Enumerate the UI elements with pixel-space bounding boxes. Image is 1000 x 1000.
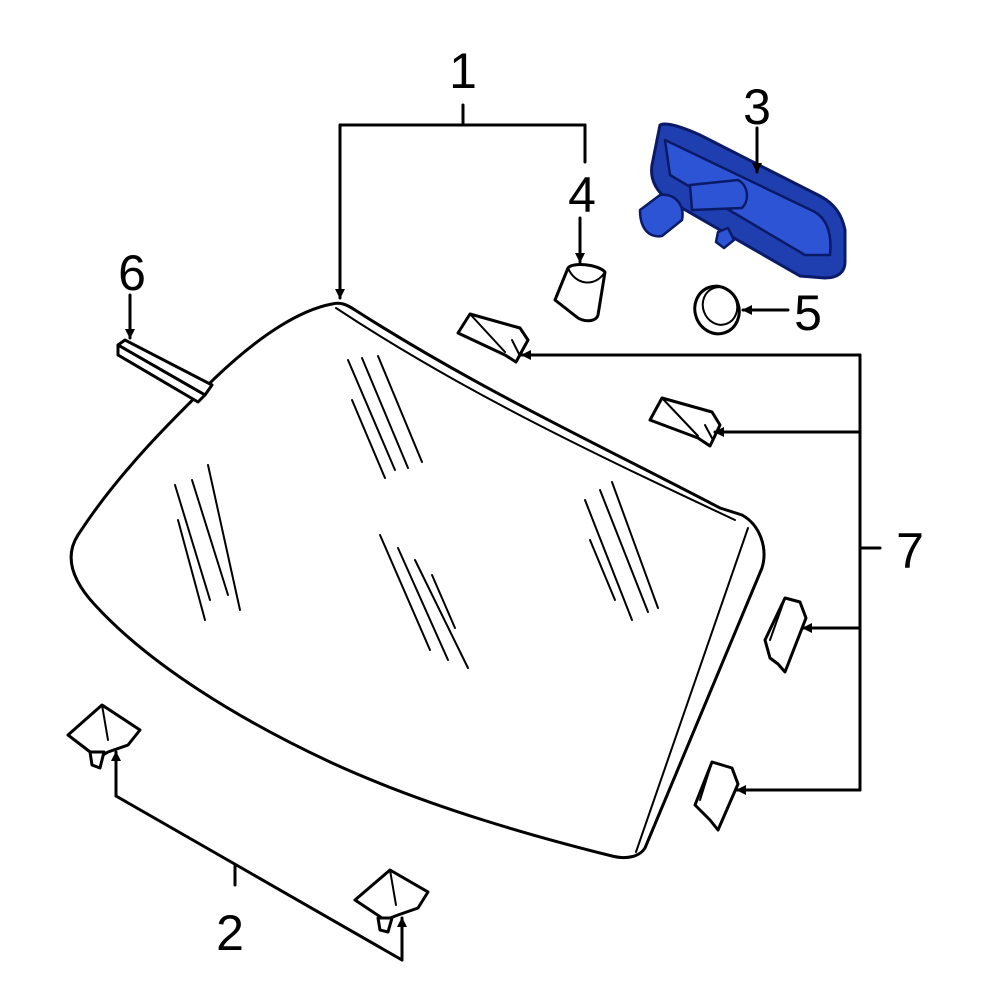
callout-1: 1 [449, 43, 477, 99]
retainer-clip-d [693, 760, 740, 832]
callout-4: 4 [568, 167, 596, 223]
callout-3: 3 [743, 79, 771, 135]
retainer-clip-b [648, 396, 722, 448]
glare-lines [174, 355, 659, 669]
lower-spacer-a [66, 703, 142, 770]
lower-spacer-b [353, 868, 430, 934]
callout-5: 5 [794, 285, 822, 341]
retainer-clip-c [763, 596, 808, 674]
callout-7: 7 [896, 523, 924, 579]
mirror-pad [693, 284, 741, 336]
leader-lines [111, 103, 882, 962]
callout-2: 2 [216, 905, 244, 961]
rear-view-mirror [638, 122, 847, 280]
mirror-mount [553, 263, 607, 323]
callout-6: 6 [118, 245, 146, 301]
molding-strip [116, 338, 214, 404]
retainer-clip-a [456, 312, 530, 364]
windshield-glass [69, 301, 766, 860]
